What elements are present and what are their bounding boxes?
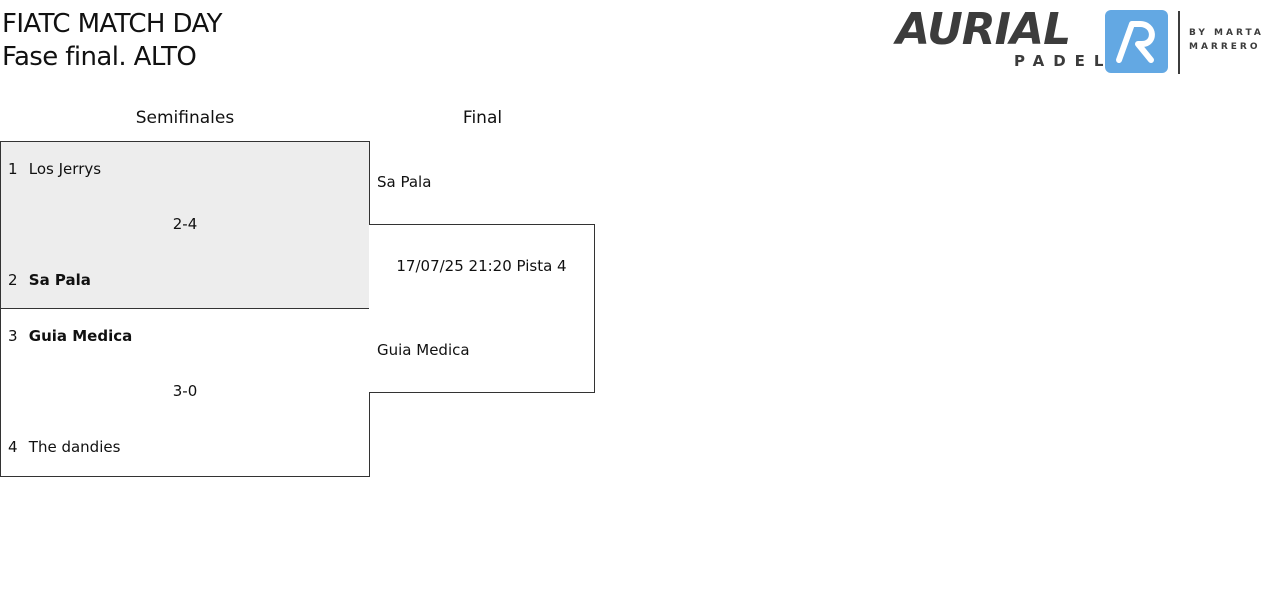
logo-byline-2: MARRERO	[1189, 42, 1261, 52]
brand-logo: AURIAL PADEL BY MARTA MARRERO	[894, 8, 1274, 76]
ap-monogram-icon	[1105, 10, 1168, 73]
final-team-top: Sa Pala	[377, 173, 432, 191]
team-row: 4 The dandies	[8, 440, 120, 455]
team-seed: 2	[8, 271, 18, 289]
team-row: 1 Los Jerrys	[8, 162, 101, 177]
team-name-winner: Sa Pala	[28, 271, 91, 289]
logo-subtext: PADEL	[1014, 52, 1113, 70]
team-seed: 3	[8, 327, 18, 345]
logo-wordmark: AURIAL	[896, 4, 1071, 55]
team-seed: 1	[8, 160, 18, 178]
team-name: The dandies	[28, 438, 121, 456]
logo-byline-1: BY MARTA	[1189, 28, 1264, 38]
match-score: 3-0	[172, 382, 198, 400]
team-name: Los Jerrys	[28, 160, 102, 178]
semifinal-match-2[interactable]: 3 Guia Medica 3-0 4 The dandies	[0, 308, 370, 477]
match-score: 2-4	[172, 215, 198, 233]
page-subtitle: Fase final. ALTO	[2, 42, 197, 72]
final-team-bottom: Guia Medica	[377, 341, 470, 359]
column-header-semifinals: Semifinales	[135, 108, 235, 128]
column-header-final: Final	[462, 108, 503, 128]
page-title: FIATC MATCH DAY	[2, 9, 223, 39]
final-match[interactable]: 17/07/25 21:20 Pista 4	[369, 224, 595, 393]
team-row: 3 Guia Medica	[8, 329, 132, 344]
team-row: 2 Sa Pala	[8, 273, 91, 288]
logo-divider	[1178, 11, 1180, 74]
team-seed: 4	[8, 438, 18, 456]
team-name-winner: Guia Medica	[28, 327, 133, 345]
semifinal-match-1[interactable]: 1 Los Jerrys 2-4 2 Sa Pala	[0, 141, 370, 309]
final-schedule: 17/07/25 21:20 Pista 4	[396, 257, 567, 275]
